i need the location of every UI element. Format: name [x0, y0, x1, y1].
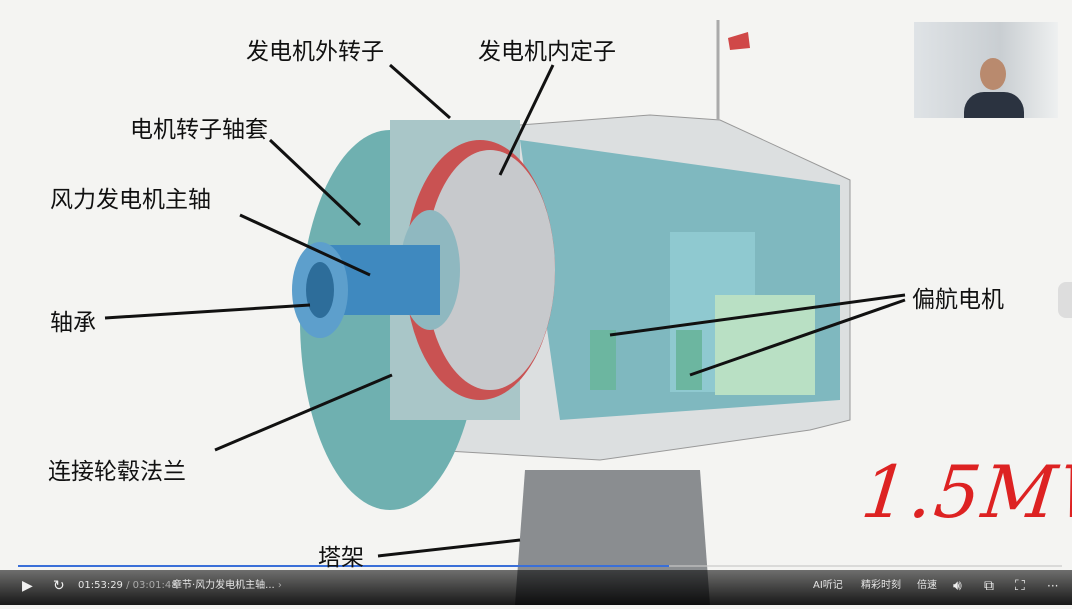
progress-bar[interactable]: [18, 565, 1062, 567]
replay-icon[interactable]: ↻: [53, 578, 65, 594]
yaw-motor-2: [676, 330, 702, 390]
label-tower: 塔架: [318, 545, 364, 571]
chapter-label: 章节·风力发电机主轴...: [172, 580, 275, 591]
label-yaw-motor: 偏航电机: [912, 287, 1004, 313]
label-bearing: 轴承: [50, 310, 96, 336]
more-button[interactable]: ···: [1047, 579, 1059, 593]
play-icon[interactable]: ▶: [22, 578, 33, 594]
yaw-motor-1: [590, 330, 616, 390]
control-box: [715, 295, 815, 395]
label-main-shaft: 风力发电机主轴: [50, 187, 211, 213]
inner-stator: [425, 150, 555, 390]
current-time: 01:53:29: [78, 580, 123, 591]
side-panel-toggle[interactable]: [1058, 282, 1072, 318]
chevron-right-icon: ›: [277, 580, 282, 591]
volume-icon[interactable]: 🔊︎: [953, 578, 962, 594]
label-outer-rotor: 发电机外转子: [246, 39, 384, 65]
label-inner-stator: 发电机内定子: [478, 39, 616, 65]
webcam-overlay: [914, 22, 1058, 118]
handwritten-annotation: 1.5MW: [857, 450, 1072, 534]
label-rotor-sleeve: 电机转子轴套: [130, 117, 268, 143]
label-hub-flange: 连接轮毂法兰: [48, 459, 186, 485]
fullscreen-icon[interactable]: ⛶: [1015, 578, 1025, 594]
highlights-button[interactable]: 精彩时刻: [861, 580, 901, 591]
wind-vane: [728, 32, 750, 50]
speed-button[interactable]: 倍速: [917, 580, 937, 591]
time-separator: /: [122, 580, 133, 591]
progress-played: [18, 565, 670, 567]
chapter-button[interactable]: 章节·风力发电机主轴... ›: [172, 578, 282, 594]
total-time: 03:01:48: [132, 580, 178, 591]
time-display: 01:53:29 / 03:01:48: [78, 578, 178, 594]
player-control-bar: [0, 570, 1072, 605]
picture-in-picture-icon[interactable]: ⧉: [984, 578, 994, 594]
ai-notes-button[interactable]: AI听记: [813, 580, 843, 591]
